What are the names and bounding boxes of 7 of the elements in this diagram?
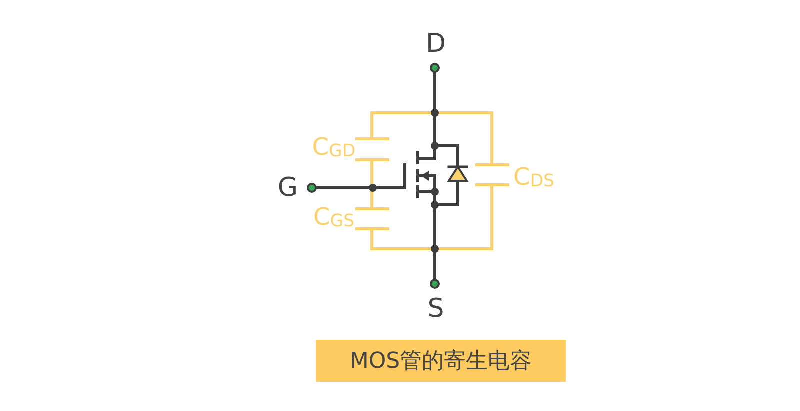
terminal-label: S xyxy=(428,296,444,322)
capacitance-label: C$_{GS}$ xyxy=(313,205,355,231)
terminal-label: D xyxy=(426,31,446,57)
capacitance-label: C$_{DS}$ xyxy=(513,165,555,191)
capacitance-label: C$_{GD}$ xyxy=(312,135,356,161)
terminal-label: G xyxy=(278,175,298,201)
caption-banner: MOS管的寄生电容 xyxy=(316,340,566,382)
